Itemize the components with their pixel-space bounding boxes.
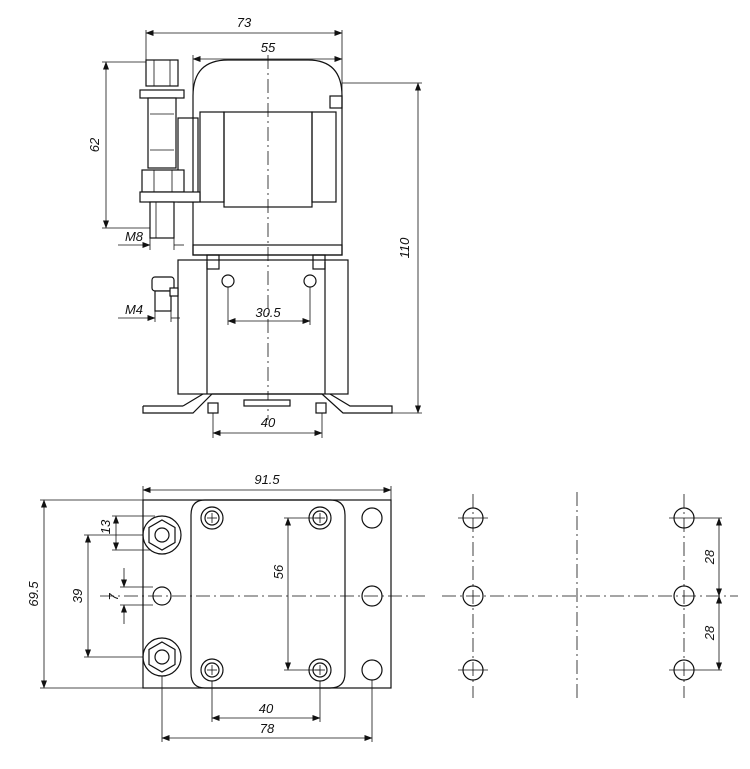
label-m8: M8	[125, 229, 144, 244]
plan-body	[190, 499, 346, 689]
hole-pattern-view: 28 28	[442, 492, 738, 700]
mount-hole-bottom	[361, 659, 383, 681]
coil-housing	[192, 59, 343, 256]
dim-plan-width: 91.5	[254, 472, 280, 487]
dim-plan-height: 69.5	[26, 581, 41, 607]
dim-mount-spacing: 78	[260, 721, 275, 736]
m4-screw-washer	[169, 287, 179, 297]
dim-screw-spacing-v: 56	[271, 564, 286, 579]
dim-front-body-width: 55	[261, 40, 276, 55]
label-m4: M4	[125, 302, 143, 317]
terminal-nut-top	[145, 59, 179, 87]
terminal-base-plate	[139, 191, 201, 203]
dim-front-height: 110	[397, 237, 412, 258]
m4-screw-shank	[154, 290, 172, 312]
pattern-right-holes	[669, 494, 722, 698]
body-screw-top-left	[200, 506, 224, 530]
terminal-insulator	[147, 97, 177, 169]
aux-hole-left	[221, 274, 235, 288]
foot-stud-right	[315, 402, 327, 414]
dim-aux-spacing: 30.5	[255, 305, 281, 320]
terminal-hex-bottom	[142, 637, 182, 677]
mount-hole-top	[361, 507, 383, 529]
mounting-foot	[142, 393, 393, 414]
terminal-hex-top	[142, 515, 182, 555]
aux-contact-left	[206, 254, 220, 270]
aux-terminal-hole	[152, 586, 172, 606]
mount-hole-middle	[361, 585, 383, 607]
terminal-stud	[149, 201, 175, 239]
dim-terminal-offset: 13	[98, 519, 113, 534]
coil-core	[223, 111, 313, 208]
aux-hole-right	[303, 274, 317, 288]
terminal-washer-top	[139, 89, 185, 99]
dim-terminal-height: 62	[87, 137, 102, 152]
housing-tab	[329, 95, 343, 109]
lower-frame-cap	[192, 244, 343, 256]
dim-hole-pitch-upper: 28	[702, 549, 717, 565]
dim-foot-spacing: 40	[261, 415, 276, 430]
right-pole-plate	[311, 111, 337, 203]
dim-front-total-width: 73	[237, 15, 252, 30]
foot-plate	[243, 399, 291, 407]
contact-housing	[177, 259, 349, 395]
front-view: 73 55 110 62 M8 M4 30.5	[87, 15, 422, 438]
dim-terminal-spacing: 39	[70, 589, 85, 603]
dim-screw-spacing-h: 40	[259, 701, 274, 716]
aux-contact-right	[312, 254, 326, 270]
dim-hole-pitch-lower: 28	[702, 625, 717, 641]
plan-view: 91.5 69.5 13 39 7 56 40	[26, 472, 425, 742]
body-screw-bottom-left	[200, 658, 224, 682]
pattern-left-holes	[458, 494, 488, 698]
foot-stud-left	[207, 402, 219, 414]
dim-aux-offset: 7	[106, 593, 121, 601]
terminal-nut-bottom	[141, 169, 185, 193]
left-pole-plate	[199, 111, 225, 203]
